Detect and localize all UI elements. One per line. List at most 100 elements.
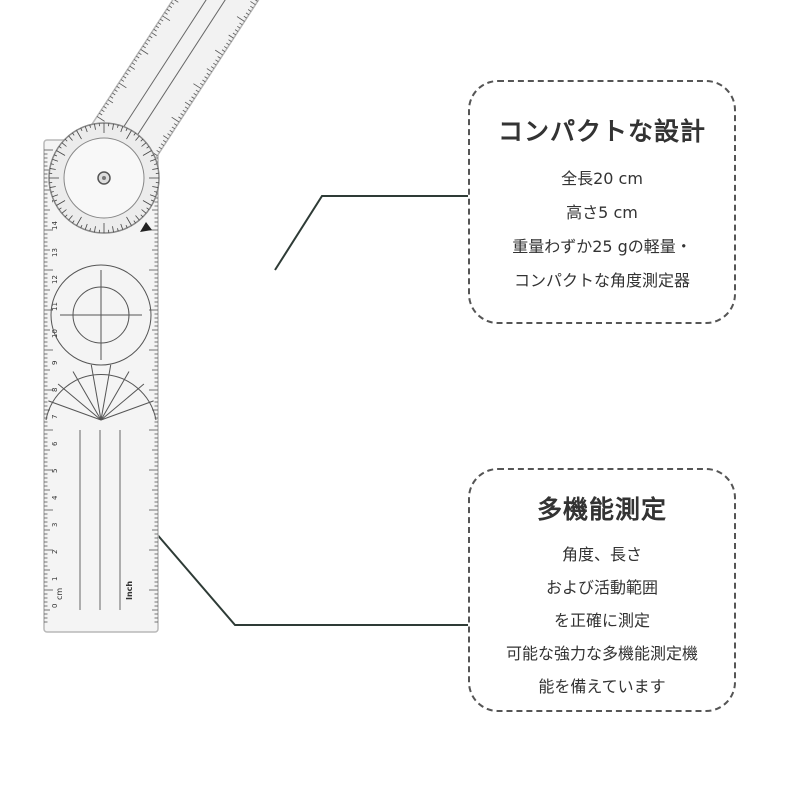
tick-mark — [72, 371, 102, 421]
cm-number: 1 — [51, 577, 59, 581]
vertical-arm: cm Inch 012345678910111213141516 — [43, 139, 159, 633]
tick-mark — [89, 124, 91, 128]
cm-number: 9 — [51, 361, 59, 365]
tick-mark — [202, 79, 206, 83]
callout-line: 角度、長さ — [561, 545, 642, 564]
tick-mark — [228, 39, 232, 42]
tick-mark — [184, 106, 189, 110]
cm-number: 13 — [51, 248, 59, 257]
tick-mark — [154, 191, 158, 193]
tick-mark — [52, 194, 59, 198]
tick-mark — [112, 226, 114, 233]
tick-mark — [84, 223, 88, 230]
tick-mark — [245, 12, 250, 16]
tick-mark — [100, 400, 154, 421]
tick-mark — [120, 79, 125, 82]
callout-line: 全長20 cm — [561, 169, 643, 188]
cm-number: 6 — [51, 441, 59, 446]
tick-mark — [146, 207, 150, 210]
tick-mark — [94, 123, 96, 130]
tick-mark — [112, 123, 114, 130]
tick-mark — [138, 52, 142, 55]
cm-number: 12 — [51, 275, 59, 284]
tick-mark — [140, 214, 144, 218]
tick-mark — [247, 9, 252, 12]
tick-mark — [76, 216, 82, 226]
tick-mark — [64, 214, 68, 218]
tick-mark — [151, 32, 157, 37]
goniometer-markings — [45, 264, 157, 421]
tick-mark — [49, 168, 56, 170]
inch-unit-label: Inch — [125, 581, 134, 600]
tick-mark — [180, 113, 184, 116]
callout-multi-function: 多機能測定 角度、長さ および活動範囲 を正確に測定 可能な強力な多機能測定機 … — [468, 468, 736, 712]
tick-mark — [146, 38, 151, 42]
tick-mark — [236, 16, 245, 22]
tick-mark — [250, 5, 254, 9]
tick-mark — [213, 62, 217, 66]
tick-mark — [84, 126, 88, 133]
tick-mark — [120, 223, 124, 230]
tick-mark — [101, 109, 105, 112]
tick-mark — [169, 129, 173, 133]
tick-mark — [114, 89, 118, 92]
tick-mark — [120, 126, 124, 133]
tick-mark — [131, 62, 136, 66]
cm-number: 10 — [51, 329, 59, 338]
tick-mark — [56, 150, 66, 156]
tick-mark — [116, 85, 120, 89]
tick-mark — [215, 59, 219, 63]
tick-mark — [105, 102, 109, 106]
tick-mark — [53, 154, 58, 157]
tick-mark — [122, 75, 127, 79]
tick-mark — [250, 1, 256, 6]
callout-compact-design: コンパクトな設計 全長20 cm 高さ5 cm 重量わずか25 gの軽量・ コン… — [468, 80, 736, 324]
tick-mark — [117, 124, 119, 128]
cm-unit-label: cm — [55, 588, 64, 600]
tick-mark — [90, 364, 102, 421]
callout-line: 重量わずか25 gの軽量・ — [512, 237, 692, 256]
tick-mark — [166, 8, 170, 12]
tick-mark — [94, 226, 96, 233]
tick-mark — [223, 46, 228, 49]
tick-mark — [100, 383, 145, 421]
tick-mark — [52, 158, 59, 162]
tick-mark — [136, 55, 140, 59]
tick-mark — [118, 82, 127, 89]
cm-number: 0 — [51, 604, 59, 608]
tick-mark — [153, 28, 157, 32]
tick-mark — [157, 22, 162, 25]
tick-mark — [140, 138, 144, 142]
tick-mark — [189, 99, 193, 103]
tick-mark — [135, 135, 140, 141]
tick-mark — [117, 228, 119, 232]
tick-mark — [125, 127, 128, 132]
tick-mark — [254, 0, 258, 2]
cm-number: 5 — [51, 469, 59, 473]
tick-mark — [53, 199, 58, 202]
tick-mark — [160, 18, 164, 22]
tick-mark — [100, 364, 112, 421]
tick-mark — [61, 209, 67, 214]
tick-mark — [50, 163, 54, 165]
tick-mark — [64, 138, 68, 142]
tick-mark — [135, 215, 140, 221]
tick-mark — [107, 99, 114, 104]
tick-mark — [129, 65, 135, 70]
connector-line-bottom — [154, 531, 468, 626]
tick-mark — [146, 146, 150, 149]
tick-mark — [133, 59, 138, 62]
tick-mark — [152, 186, 159, 188]
tick-mark — [126, 216, 132, 226]
tick-mark — [58, 146, 62, 149]
tick-mark — [195, 89, 200, 93]
tick-mark — [100, 371, 130, 421]
tick-mark — [141, 209, 147, 214]
cm-number: 4 — [51, 495, 59, 500]
tick-mark — [150, 154, 155, 157]
tick-mark — [150, 199, 155, 202]
tick-mark — [142, 150, 152, 156]
tick-mark — [206, 72, 210, 76]
tick-mark — [68, 135, 73, 141]
tick-mark — [162, 140, 167, 143]
